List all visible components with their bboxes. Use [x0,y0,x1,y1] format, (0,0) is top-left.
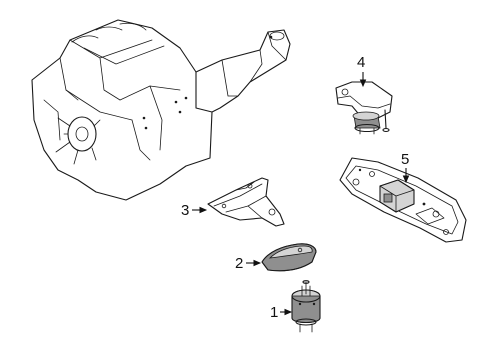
part-2-heat-shield [261,243,317,272]
callout-2-label: 2 [235,255,243,272]
callout-2: 2 [235,255,262,272]
callout-5-label: 5 [401,151,409,168]
part-5-crossmember-mount [339,157,467,243]
part-3-mount-bracket [207,177,285,227]
callout-5: 5 [401,151,409,184]
engine-assembly [31,19,291,201]
part-4-engine-mount-bracket [335,81,393,135]
callout-3-label: 3 [181,202,189,219]
callout-1: 1 [270,304,293,321]
part-1-engine-mount [291,280,321,333]
callout-4: 4 [357,54,367,88]
callout-3: 3 [181,202,208,219]
callout-1-label: 1 [270,304,278,321]
callout-4-label: 4 [357,54,365,71]
